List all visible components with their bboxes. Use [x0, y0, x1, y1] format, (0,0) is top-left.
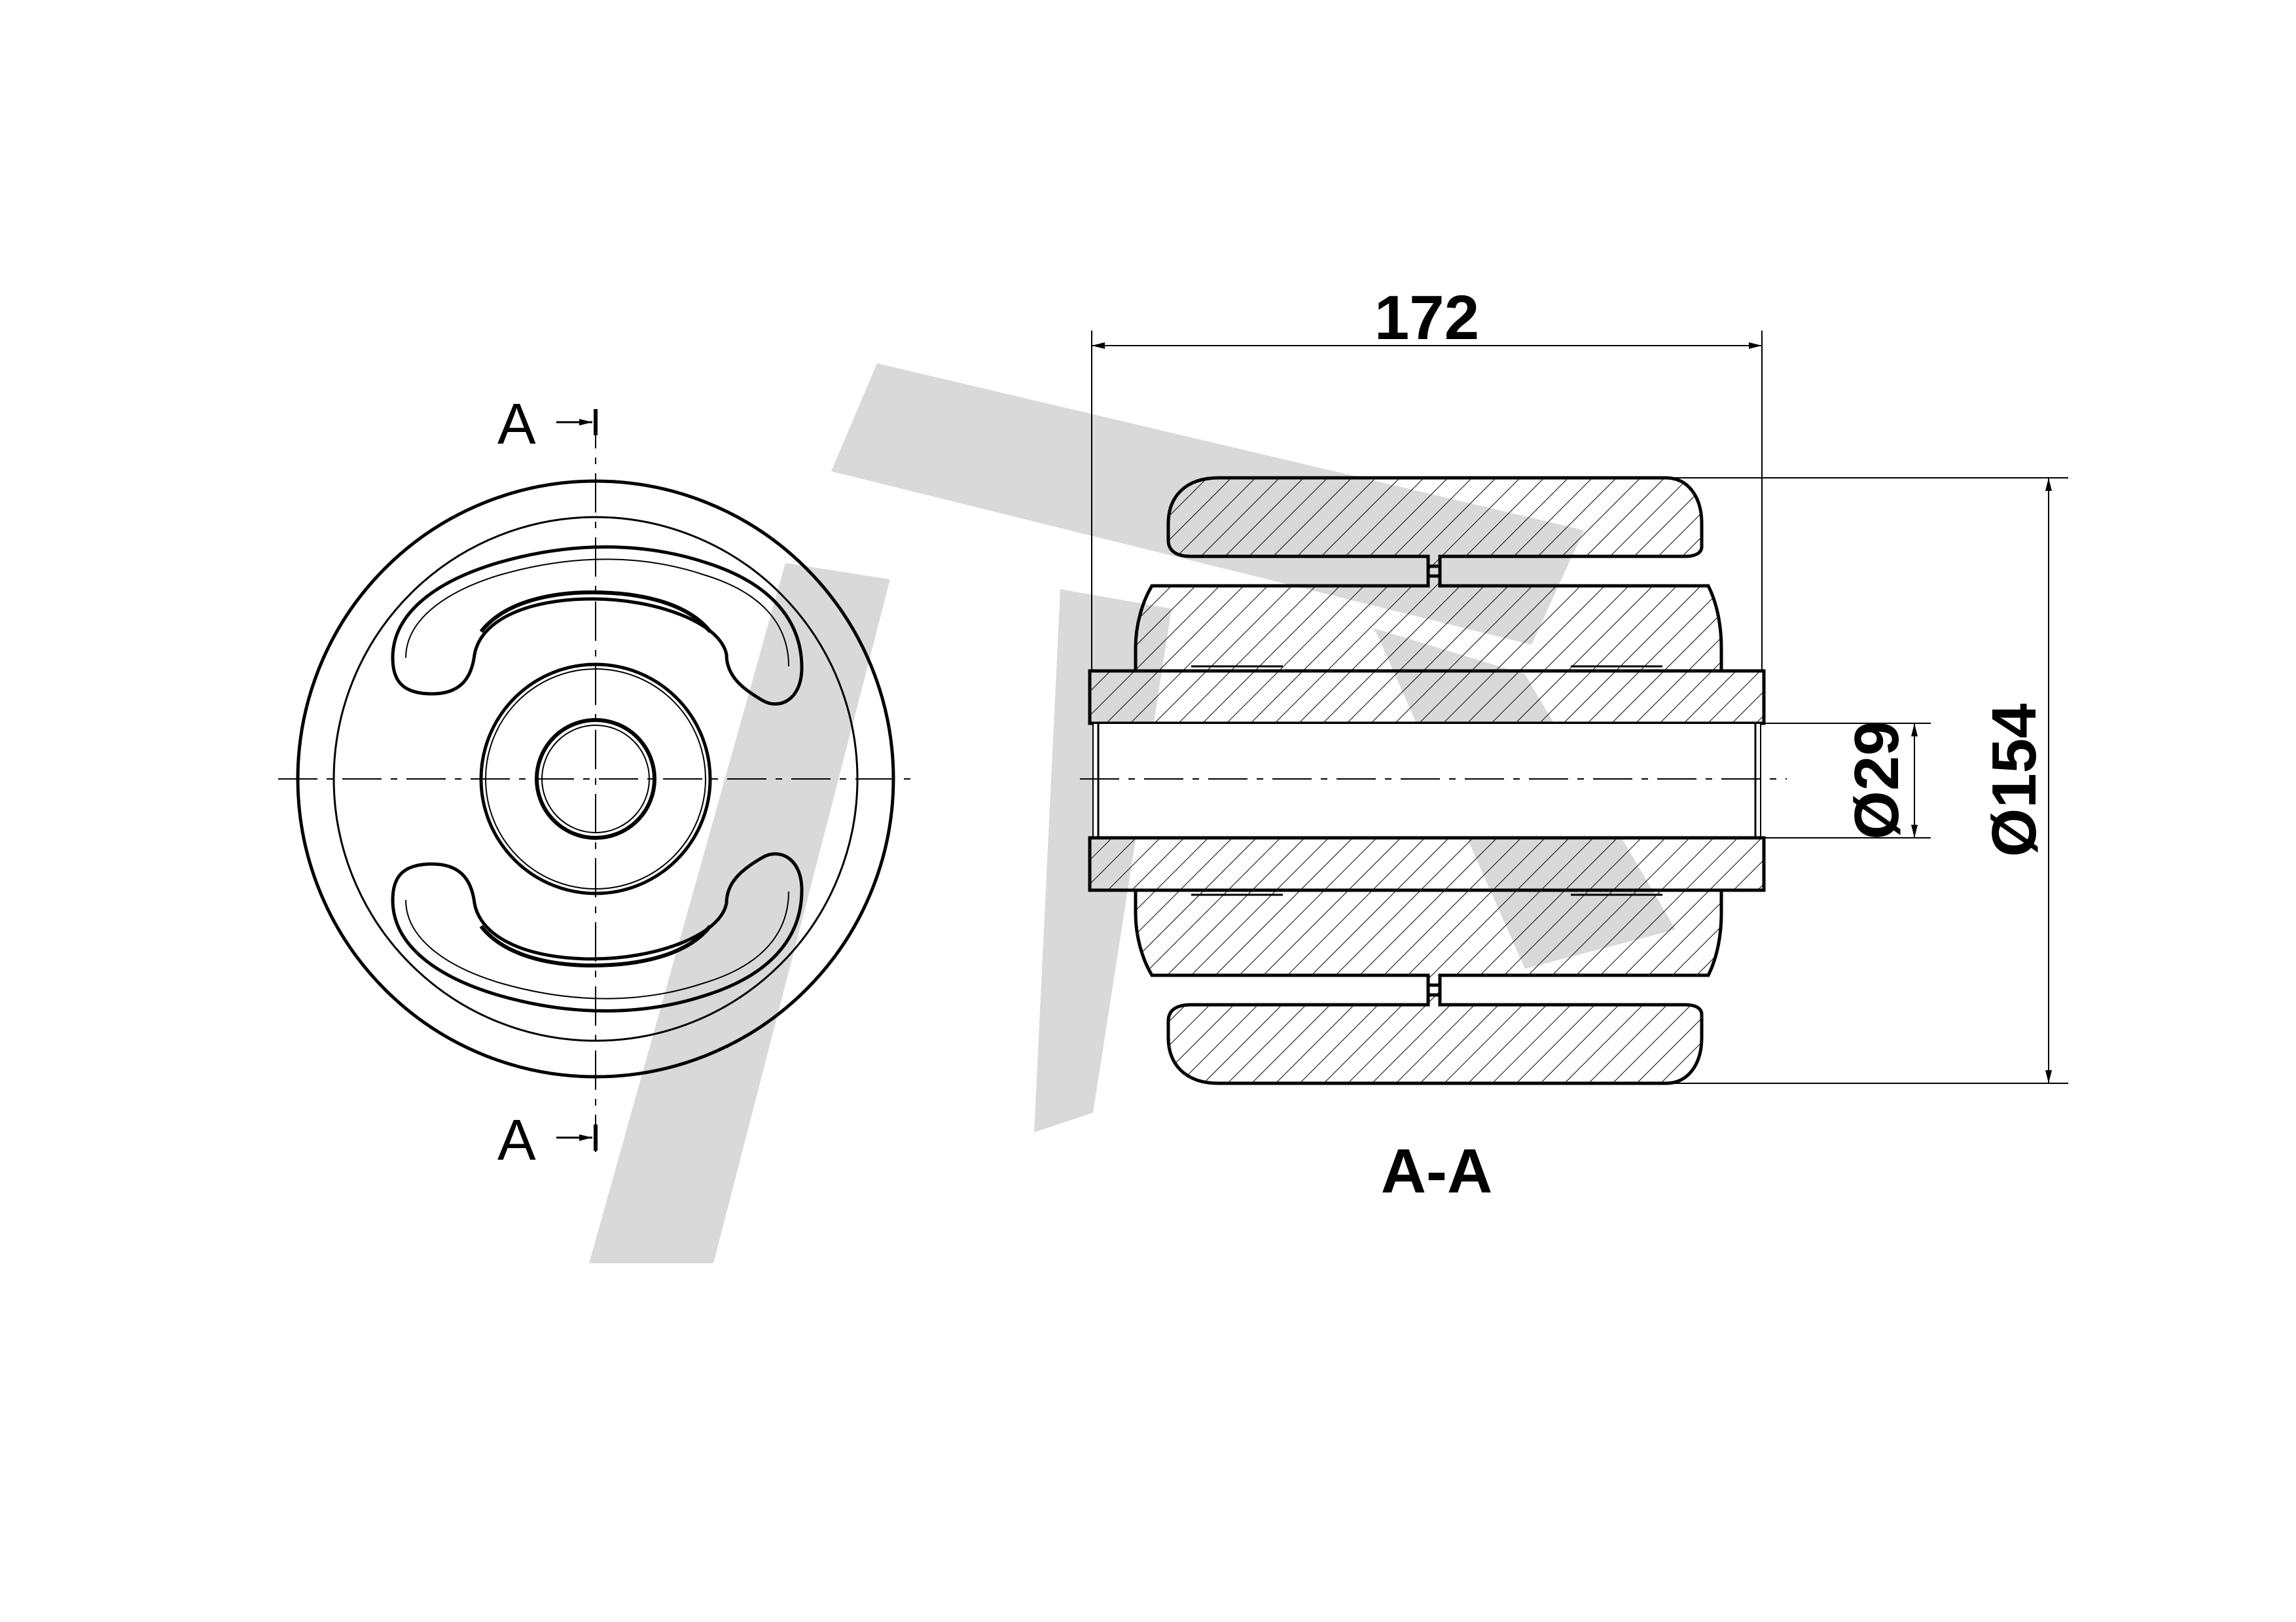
lower-slot-outer [391, 852, 804, 1013]
inner-layer-bottom [1134, 888, 1723, 997]
dimensions [1091, 331, 2068, 1084]
section-view [1080, 476, 1787, 1085]
section-caption: A-A [1381, 1136, 1493, 1206]
front-view [278, 409, 916, 1152]
upper-arc [479, 590, 712, 633]
bore [1092, 723, 1761, 838]
inner-sleeve-bottom [1088, 836, 1766, 892]
inner-sleeve-top [1088, 669, 1766, 725]
inner-diameter-label: Ø29 [1842, 721, 1912, 839]
lower-slot-inner [405, 891, 789, 1000]
length-dimension-label: 172 [1374, 283, 1479, 353]
lower-arc [479, 925, 712, 968]
inner-layer-top [1134, 564, 1723, 673]
outer-layer-bottom [1166, 983, 1704, 1085]
upper-slot-inner [405, 558, 789, 667]
upper-slot-outer [391, 545, 804, 706]
section-marker-bottom: A [497, 1108, 536, 1172]
section-marker-top: A [497, 391, 536, 456]
outer-diameter-label: Ø154 [1979, 704, 2049, 857]
